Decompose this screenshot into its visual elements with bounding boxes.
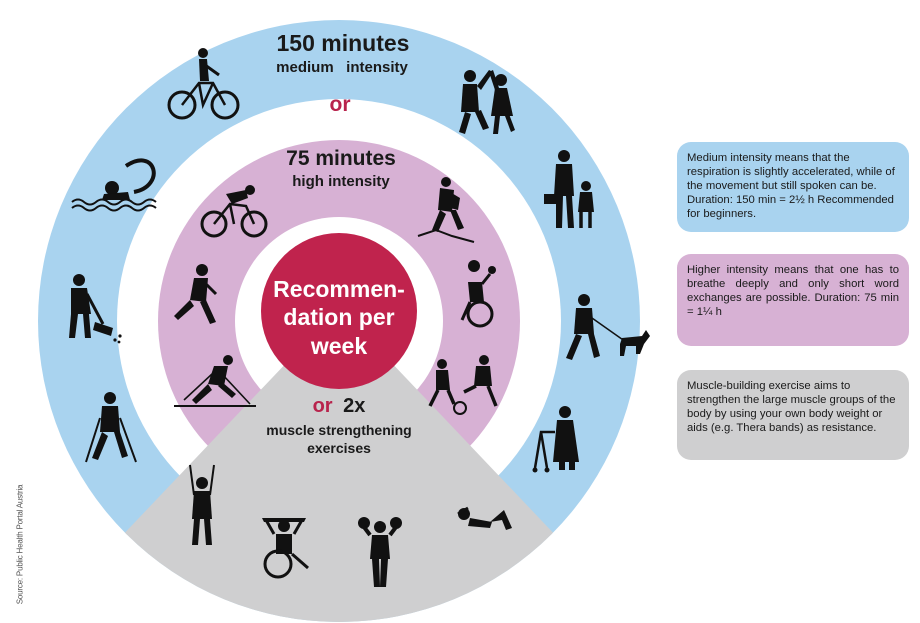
info-box-muscle: Muscle-building exercise aims to strengt… — [677, 370, 909, 460]
center-line-3: week — [310, 333, 367, 359]
muscle-or: or — [313, 395, 333, 417]
walker-elderly-icon — [532, 406, 579, 473]
info-box-high: Higher intensity means that one has to b… — [677, 254, 909, 346]
outer-minutes-title: 150 minutes — [277, 30, 410, 56]
or-separator: or — [330, 93, 351, 116]
sweeping-icon — [69, 274, 122, 344]
muscle-line-2: exercises — [307, 440, 371, 456]
wheelchair-ball-icon — [460, 260, 496, 328]
inner-minutes-title: 75 minutes — [286, 147, 396, 170]
outer-intensity-label: medium intensity — [276, 59, 408, 76]
sit-up-icon — [457, 506, 512, 530]
info-text-medium: Medium intensity means that the respirat… — [687, 152, 895, 220]
source-note: Source: Public Health Portal Austria — [15, 484, 25, 605]
muscle-or-line: or 2x — [313, 395, 366, 417]
info-box-medium: Medium intensity means that the respirat… — [677, 142, 909, 232]
center-circle — [261, 233, 417, 389]
walking-with-child-icon — [544, 150, 594, 228]
info-text-muscle: Muscle-building exercise aims to strengt… — [687, 380, 896, 434]
nordic-walking-icon — [85, 392, 137, 463]
soccer-icon — [428, 355, 498, 415]
dancing-couple-icon — [459, 70, 515, 134]
swimming-icon — [71, 158, 157, 212]
cross-country-skiing-icon — [174, 355, 256, 407]
dog-walking-icon — [566, 294, 650, 360]
racing-cyclist-icon — [200, 185, 268, 238]
hiking-icon — [417, 177, 475, 243]
muscle-sector — [118, 358, 560, 622]
running-icon — [174, 264, 218, 324]
muscle-line-1: muscle strengthening — [266, 422, 411, 438]
cycling-icon — [167, 48, 240, 120]
resistance-band-icon — [189, 464, 215, 545]
muscle-count: 2x — [343, 395, 365, 417]
center-line-2: dation per — [283, 304, 394, 330]
inner-intensity-label: high intensity — [292, 173, 390, 190]
info-text-high: Higher intensity means that one has to b… — [687, 264, 899, 318]
center-line-1: Recommen- — [273, 276, 405, 302]
dumbbell-lift-icon — [358, 517, 402, 587]
wheelchair-exercise-icon — [262, 518, 309, 579]
